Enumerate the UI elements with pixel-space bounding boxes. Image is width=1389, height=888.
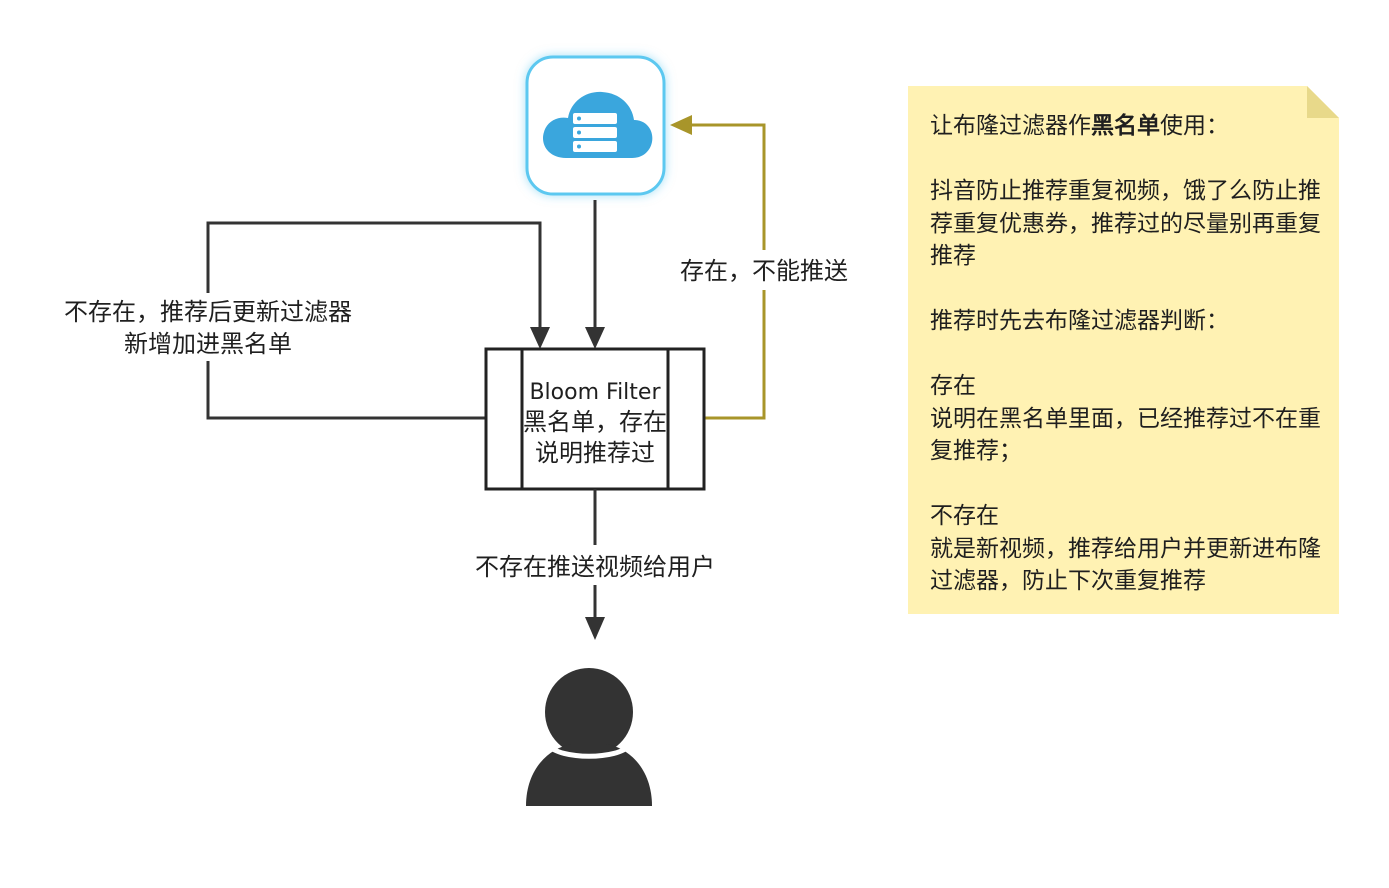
- note-heading-bold: 黑名单: [1091, 113, 1160, 139]
- note-not-exists-title: 不存在: [930, 503, 999, 529]
- bloom-filter-line3: 说明推荐过: [535, 439, 655, 467]
- bottom-edge-label: 不存在推送视频给用户: [475, 553, 715, 581]
- note-heading: 让布隆过滤器作黑名单使用：: [930, 110, 1322, 143]
- bloom-filter-title: Bloom Filter: [529, 380, 661, 405]
- note-body: 让布隆过滤器作黑名单使用： 抖音防止推荐重复视频，饿了么防止推荐重复优惠券，推荐…: [930, 110, 1322, 598]
- note-use-cases: 抖音防止推荐重复视频，饿了么防止推荐重复优惠券，推荐过的尽量别再重复推荐: [930, 178, 1321, 269]
- note-heading-prefix: 让布隆过滤器作: [930, 113, 1091, 139]
- cloud-server-icon[interactable]: [525, 55, 666, 196]
- note-fold-shadow: [1307, 86, 1339, 118]
- note-heading-suffix: 使用：: [1160, 113, 1229, 139]
- bottom-label-bg: [460, 545, 730, 585]
- user-icon[interactable]: [526, 668, 652, 806]
- explanation-note: 让布隆过滤器作黑名单使用： 抖音防止推荐重复视频，饿了么防止推荐重复优惠券，推荐…: [908, 86, 1339, 614]
- left-edge-label-line1: 不存在，推荐后更新过滤器: [64, 298, 352, 326]
- update-filter-loop-arrow: [206, 221, 550, 420]
- note-exists-case: 存在说明在黑名单里面，已经推荐过不在重复推荐；: [930, 370, 1322, 468]
- note-check-step: 推荐时先去布隆过滤器判断：: [930, 308, 1229, 334]
- note-exists-body: 说明在黑名单里面，已经推荐过不在重复推荐；: [930, 405, 1321, 465]
- bloom-filter-line2: 黑名单，存在: [523, 408, 667, 436]
- note-exists-title: 存在: [930, 373, 976, 399]
- server-to-filter-arrow: [585, 200, 605, 349]
- left-edge-label-line2: 新增加进黑名单: [124, 330, 292, 358]
- bloom-filter-box[interactable]: [484, 347, 706, 491]
- left-label-bg: [48, 293, 368, 361]
- right-edge-label: 存在，不能推送: [680, 257, 848, 285]
- note-not-exists-body: 就是新视频，推荐给用户并更新进布隆过滤器，防止下次重复推荐: [930, 535, 1321, 595]
- note-not-exists-case: 不存在就是新视频，推荐给用户并更新进布隆过滤器，防止下次重复推荐: [930, 500, 1322, 598]
- right-label-bg: [668, 250, 858, 290]
